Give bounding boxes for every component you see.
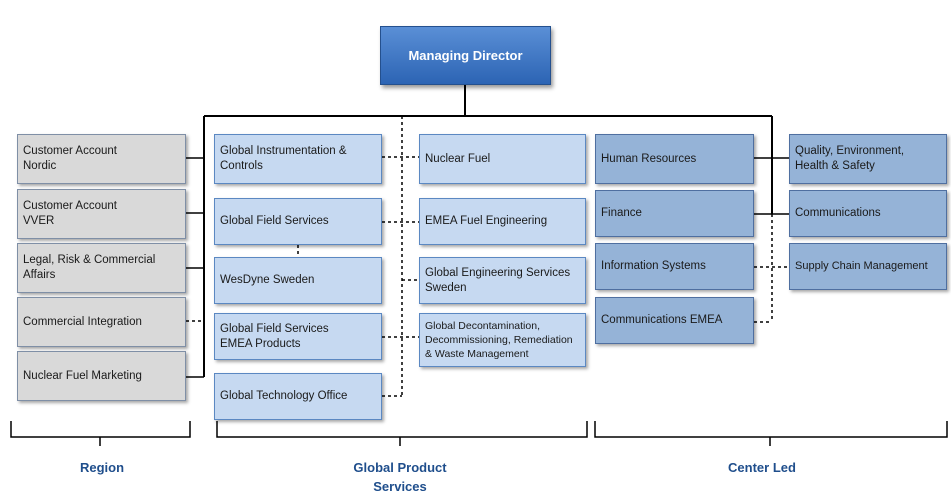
region-box-commercial-integration[interactable]: Commercial Integration: [17, 297, 186, 347]
gps-box-field-services-emea-products[interactable]: Global Field Services EMEA Products: [214, 313, 382, 360]
box-label: Global Instrumentation & Controls: [220, 145, 347, 172]
box-label: Communications EMEA: [601, 314, 723, 326]
box-label: WesDyne Sweden: [220, 274, 315, 286]
box-label: Global Technology Office: [220, 390, 348, 402]
gps-box-nuclear-fuel[interactable]: Nuclear Fuel: [419, 134, 586, 184]
box-label: Global Field Services: [220, 215, 329, 227]
gps-box-wesdyne-sweden[interactable]: WesDyne Sweden: [214, 257, 382, 304]
gps-box-instrumentation-controls[interactable]: Global Instrumentation & Controls: [214, 134, 382, 184]
center-box-communications-emea[interactable]: Communications EMEA: [595, 297, 754, 344]
managing-director-box[interactable]: Managing Director: [380, 26, 551, 85]
group-label-center-led: Center Led: [728, 460, 796, 475]
box-label: Human Resources: [601, 152, 697, 165]
box-label: Global Decontamination, Decommissioning,…: [425, 320, 573, 360]
center-box-human-resources[interactable]: Human Resources: [595, 134, 754, 184]
box-label: Global Field Services EMEA Products: [220, 322, 329, 350]
box-label: Quality, Environment, Health & Safety: [795, 145, 905, 172]
center-box-information-systems[interactable]: Information Systems: [595, 243, 754, 290]
box-label: Nuclear Fuel Marketing: [23, 369, 142, 382]
box-label: Information Systems: [601, 260, 706, 272]
box-label: Communications: [795, 207, 881, 219]
box-label: Supply Chain Management: [795, 260, 928, 272]
region-box-legal-risk[interactable]: Legal, Risk & Commercial Affairs: [17, 243, 186, 293]
box-label: Nuclear Fuel: [425, 152, 491, 165]
gps-box-engineering-services-sweden[interactable]: Global Engineering Services Sweden: [419, 257, 586, 304]
box-label: EMEA Fuel Engineering: [425, 215, 548, 227]
group-label-global-product-services: Global Product Services: [353, 460, 447, 494]
region-box-nuclear-fuel-marketing[interactable]: Nuclear Fuel Marketing: [17, 351, 186, 401]
center-box-finance[interactable]: Finance: [595, 190, 754, 237]
box-label: Commercial Integration: [23, 315, 142, 328]
group-label-region: Region: [79, 460, 125, 475]
center-box-quality-environment[interactable]: Quality, Environment, Health & Safety: [789, 134, 947, 184]
box-label: Global Engineering Services Sweden: [425, 266, 571, 294]
box-label: Finance: [601, 207, 642, 219]
box-label: Legal, Risk & Commercial Affairs: [23, 254, 156, 281]
gps-box-global-field-services[interactable]: Global Field Services: [214, 198, 382, 245]
center-box-communications[interactable]: Communications: [789, 190, 947, 237]
managing-director-label: Managing Director: [408, 48, 523, 63]
region-box-customer-account-nordic[interactable]: Customer Account Nordic: [17, 134, 186, 184]
center-box-supply-chain[interactable]: Supply Chain Management: [789, 243, 947, 290]
box-label: Customer Account Nordic: [23, 145, 117, 172]
gps-box-emea-fuel-engineering[interactable]: EMEA Fuel Engineering: [419, 198, 586, 245]
gps-box-decontamination[interactable]: Global Decontamination, Decommissioning,…: [419, 313, 586, 367]
box-label: Customer Account VVER: [23, 200, 117, 227]
gps-box-technology-office[interactable]: Global Technology Office: [214, 373, 382, 420]
region-box-customer-account-vver[interactable]: Customer Account VVER: [17, 189, 186, 239]
